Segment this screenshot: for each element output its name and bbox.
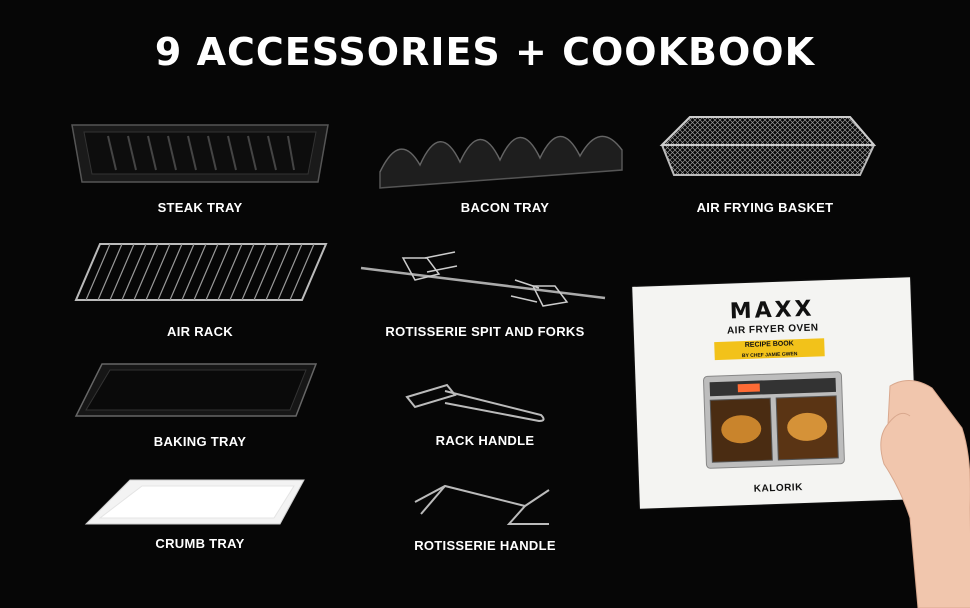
rotisserie-handle-item: ROTISSERIE HANDLE	[385, 480, 585, 560]
rotisserie-spit-item: ROTISSERIE SPIT AND FORKS	[355, 250, 615, 345]
steak-tray-image	[71, 124, 329, 183]
crumb-tray-label: CRUMB TRAY	[155, 536, 245, 551]
cookbook: MAXX AIR FRYER OVEN RECIPE BOOK BY CHEF …	[632, 277, 918, 509]
rotisserie-handle-image	[414, 484, 550, 525]
rack-handle-image	[405, 383, 545, 423]
bacon-tray-item: BACON TRAY	[360, 110, 650, 230]
rotisserie-handle-label: ROTISSERIE HANDLE	[414, 538, 556, 553]
headline: 9 ACCESSORIES + COOKBOOK	[154, 30, 816, 74]
steak-tray-label: STEAK TRAY	[157, 200, 243, 215]
baking-tray-item: BAKING TRAY	[70, 360, 330, 455]
rack-handle-label: RACK HANDLE	[435, 433, 535, 448]
air-rack-image	[74, 243, 328, 301]
bacon-tray-label: BACON TRAY	[460, 200, 550, 215]
rotisserie-spit-label: ROTISSERIE SPIT AND FORKS	[385, 324, 585, 339]
crumb-tray-image	[84, 479, 305, 525]
air-rack-label: AIR RACK	[167, 324, 233, 339]
air-frying-basket-label: AIR FRYING BASKET	[696, 200, 834, 215]
air-frying-basket-image	[659, 116, 877, 176]
cookbook-banner: RECIPE BOOK BY CHEF JAMIE GWEN	[714, 338, 825, 361]
bacon-tray-image	[379, 135, 623, 189]
air-rack-item: AIR RACK	[70, 238, 330, 348]
baking-tray-label: BAKING TRAY	[153, 434, 247, 449]
oven-image	[703, 371, 845, 469]
rotisserie-spit-image	[360, 251, 606, 307]
crumb-tray-item: CRUMB TRAY	[80, 476, 320, 556]
hand-image	[880, 380, 970, 608]
rack-handle-item: RACK HANDLE	[385, 375, 585, 455]
steak-tray-item: STEAK TRAY	[60, 120, 340, 230]
baking-tray-image	[74, 363, 318, 417]
air-frying-basket-item: AIR FRYING BASKET	[650, 105, 880, 230]
